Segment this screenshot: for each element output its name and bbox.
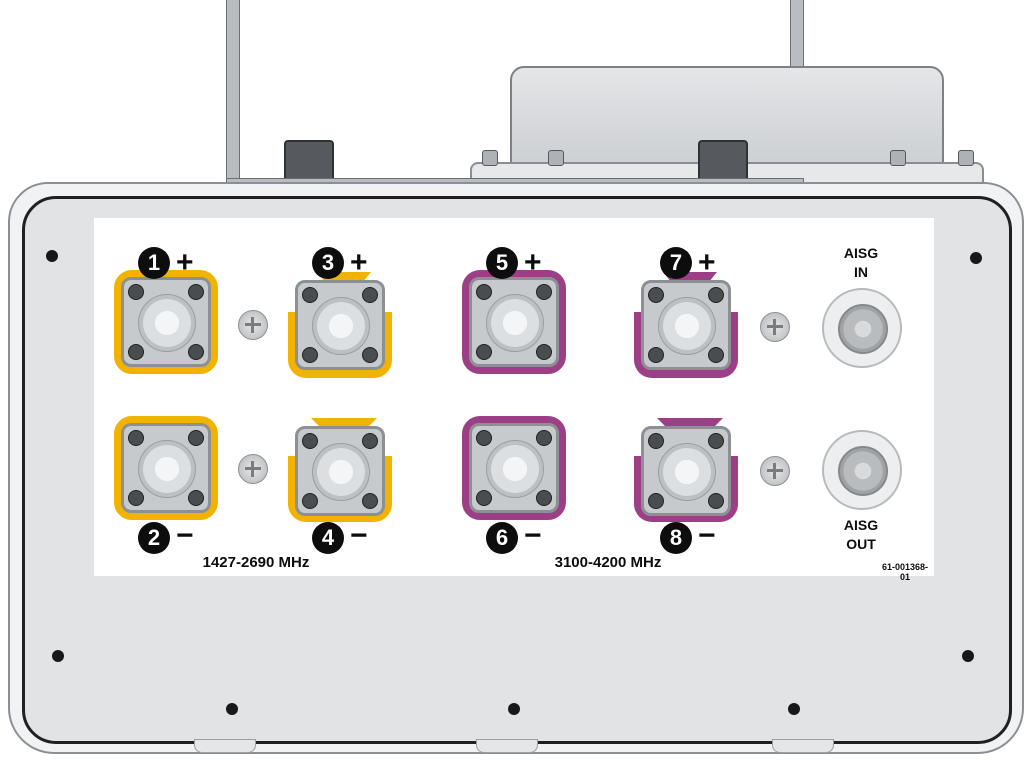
band-ring-purple-open xyxy=(634,312,738,378)
band-ring-yellow xyxy=(114,416,218,520)
rf-connector-2[interactable] xyxy=(121,423,211,513)
port-number-badge: 5 xyxy=(486,247,518,279)
nut-icon xyxy=(482,150,498,166)
band-tab-purple xyxy=(663,272,717,280)
screw-icon xyxy=(238,310,268,340)
connector-face-icon xyxy=(138,294,196,352)
screw-icon xyxy=(238,454,268,484)
connector-face-icon xyxy=(312,443,370,501)
connector-face-icon xyxy=(658,297,716,355)
polarity-sign: − xyxy=(350,519,368,552)
connector-face-icon xyxy=(486,440,544,498)
screw-hole xyxy=(52,650,64,662)
port-number-badge: 1 xyxy=(138,247,170,279)
nut-icon xyxy=(548,150,564,166)
band-tab-yellow xyxy=(311,418,377,426)
polarity-sign: + xyxy=(176,246,194,279)
part-number: 61-001368-01 xyxy=(881,562,929,582)
aisg-in-port[interactable] xyxy=(822,288,902,368)
screw-hole xyxy=(46,250,58,262)
rf-connector-7[interactable] xyxy=(641,280,731,370)
polarity-sign: − xyxy=(698,519,716,552)
rf-connector-1[interactable] xyxy=(121,277,211,367)
connector-face-icon xyxy=(658,443,716,501)
screw-hole xyxy=(970,252,982,264)
connector-face-icon xyxy=(486,294,544,352)
port-number-badge: 6 xyxy=(486,522,518,554)
port-number-badge: 4 xyxy=(312,522,344,554)
band-ring-yellow-open xyxy=(288,312,392,378)
aisg-connector-icon xyxy=(838,446,888,496)
band-label-low: 1427-2690 MHz xyxy=(202,554,310,571)
connector-face-icon xyxy=(312,297,370,355)
rf-connector-3[interactable] xyxy=(295,280,385,370)
polarity-sign: − xyxy=(176,519,194,552)
rf-connector-6[interactable] xyxy=(469,423,559,513)
screw-hole xyxy=(788,703,800,715)
enclosure-foot xyxy=(772,739,834,753)
band-ring-purple xyxy=(462,270,566,374)
band-tab-yellow xyxy=(317,272,371,280)
band-ring-purple xyxy=(462,416,566,520)
aisg-connector-icon xyxy=(838,304,888,354)
band-ring-yellow xyxy=(114,270,218,374)
enclosure-foot xyxy=(476,739,538,753)
rf-connector-8[interactable] xyxy=(641,426,731,516)
port-number-badge: 2 xyxy=(138,522,170,554)
port-number-badge: 8 xyxy=(660,522,692,554)
band-label-high: 3100-4200 MHz xyxy=(554,554,662,571)
band-ring-yellow-open xyxy=(288,456,392,522)
port-number-badge: 7 xyxy=(660,247,692,279)
band-tab-purple xyxy=(657,418,723,426)
enclosure-foot xyxy=(194,739,256,753)
nut-icon xyxy=(958,150,974,166)
polarity-sign: − xyxy=(524,519,542,552)
polarity-sign: + xyxy=(524,246,542,279)
bracket-leg-left xyxy=(226,0,240,190)
rf-connector-4[interactable] xyxy=(295,426,385,516)
polarity-sign: + xyxy=(698,246,716,279)
screw-hole xyxy=(226,703,238,715)
nut-icon xyxy=(890,150,906,166)
connector-face-icon xyxy=(138,440,196,498)
polarity-sign: + xyxy=(350,246,368,279)
screw-icon xyxy=(760,312,790,342)
screw-icon xyxy=(760,456,790,486)
screw-hole xyxy=(508,703,520,715)
aisg-out-port[interactable] xyxy=(822,430,902,510)
screw-hole xyxy=(962,650,974,662)
rf-connector-5[interactable] xyxy=(469,277,559,367)
port-number-badge: 3 xyxy=(312,247,344,279)
band-ring-purple-open xyxy=(634,456,738,522)
